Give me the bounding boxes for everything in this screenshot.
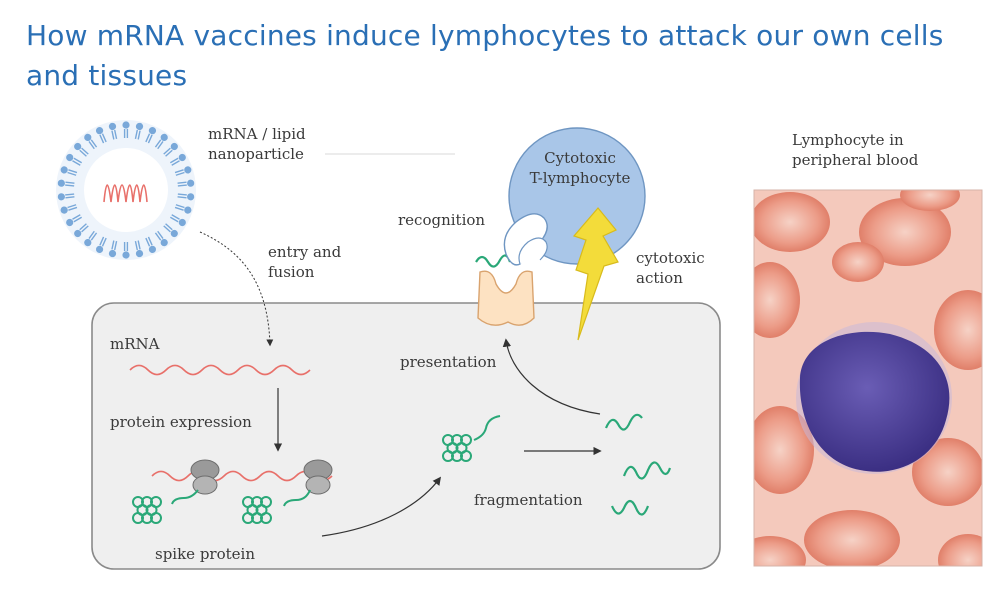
red-blood-cell — [754, 406, 814, 494]
blood-micrograph — [754, 190, 982, 566]
peptide-fragment-icon — [604, 413, 643, 431]
ribosome-icon — [190, 459, 220, 495]
mrna-label: mRNA — [110, 335, 160, 353]
spike-protein-label: spike protein — [155, 545, 255, 563]
tcell-label-line1: Cytotoxic — [544, 149, 616, 167]
micrograph-label-line2: peripheral blood — [792, 151, 919, 169]
entry-label-line2: fusion — [268, 263, 315, 281]
micrograph-label: Lymphocyte in peripheral blood — [792, 130, 918, 170]
cytotoxic-action-label: cytotoxic action — [636, 248, 705, 288]
recognition-label: recognition — [398, 211, 486, 229]
red-blood-cell — [900, 190, 960, 211]
red-blood-cell — [938, 534, 982, 566]
cytotoxic-bolt-icon — [572, 207, 619, 341]
tcell-label: Cytotoxic T-lymphocyte — [514, 148, 646, 188]
protein-expression-label: protein expression — [110, 413, 252, 431]
mrna-strand-icon — [129, 364, 311, 376]
red-blood-cell — [859, 198, 951, 266]
micrograph-label-line1: Lymphocyte in — [792, 131, 904, 149]
tcell-label-line2: T-lymphocyte — [529, 169, 631, 187]
nanoparticle-label: mRNA / lipid nanoparticle — [208, 124, 306, 164]
red-blood-cell — [934, 290, 982, 370]
entry-arrow — [199, 231, 274, 347]
nanoparticle-label-line2: nanoparticle — [208, 145, 304, 163]
translating-mrna-icon — [151, 470, 333, 482]
entry-fusion-label: entry and fusion — [268, 242, 341, 282]
presentation-label: presentation — [400, 353, 497, 371]
ribosome-icon — [303, 459, 333, 495]
mhc-receptor-icon — [477, 270, 535, 326]
presentation-arrow — [502, 338, 601, 415]
peptide-fragment-icon — [622, 461, 672, 480]
tcell-receptor-icon — [503, 213, 548, 266]
nanoparticle-label-line1: mRNA / lipid — [208, 125, 306, 143]
red-blood-cell — [754, 262, 800, 338]
peptide-fragment-icon — [610, 499, 650, 516]
lipid-nanoparticle — [56, 120, 196, 260]
red-blood-cell — [832, 242, 884, 282]
entry-label-line1: entry and — [268, 243, 342, 261]
red-blood-cell — [912, 438, 982, 506]
cytotoxic-label-line2: action — [636, 269, 683, 287]
slide-title: How mRNA vaccines induce lymphocytes to … — [26, 19, 944, 92]
red-blood-cell — [754, 536, 806, 566]
release-arrow — [321, 476, 442, 537]
red-blood-cell — [754, 192, 830, 252]
host-cell — [91, 302, 721, 570]
lymphocyte-nucleus — [799, 331, 950, 472]
cytotoxic-label-line1: cytotoxic — [636, 249, 705, 267]
fragmentation-label: fragmentation — [474, 491, 583, 509]
red-blood-cell — [804, 510, 900, 566]
